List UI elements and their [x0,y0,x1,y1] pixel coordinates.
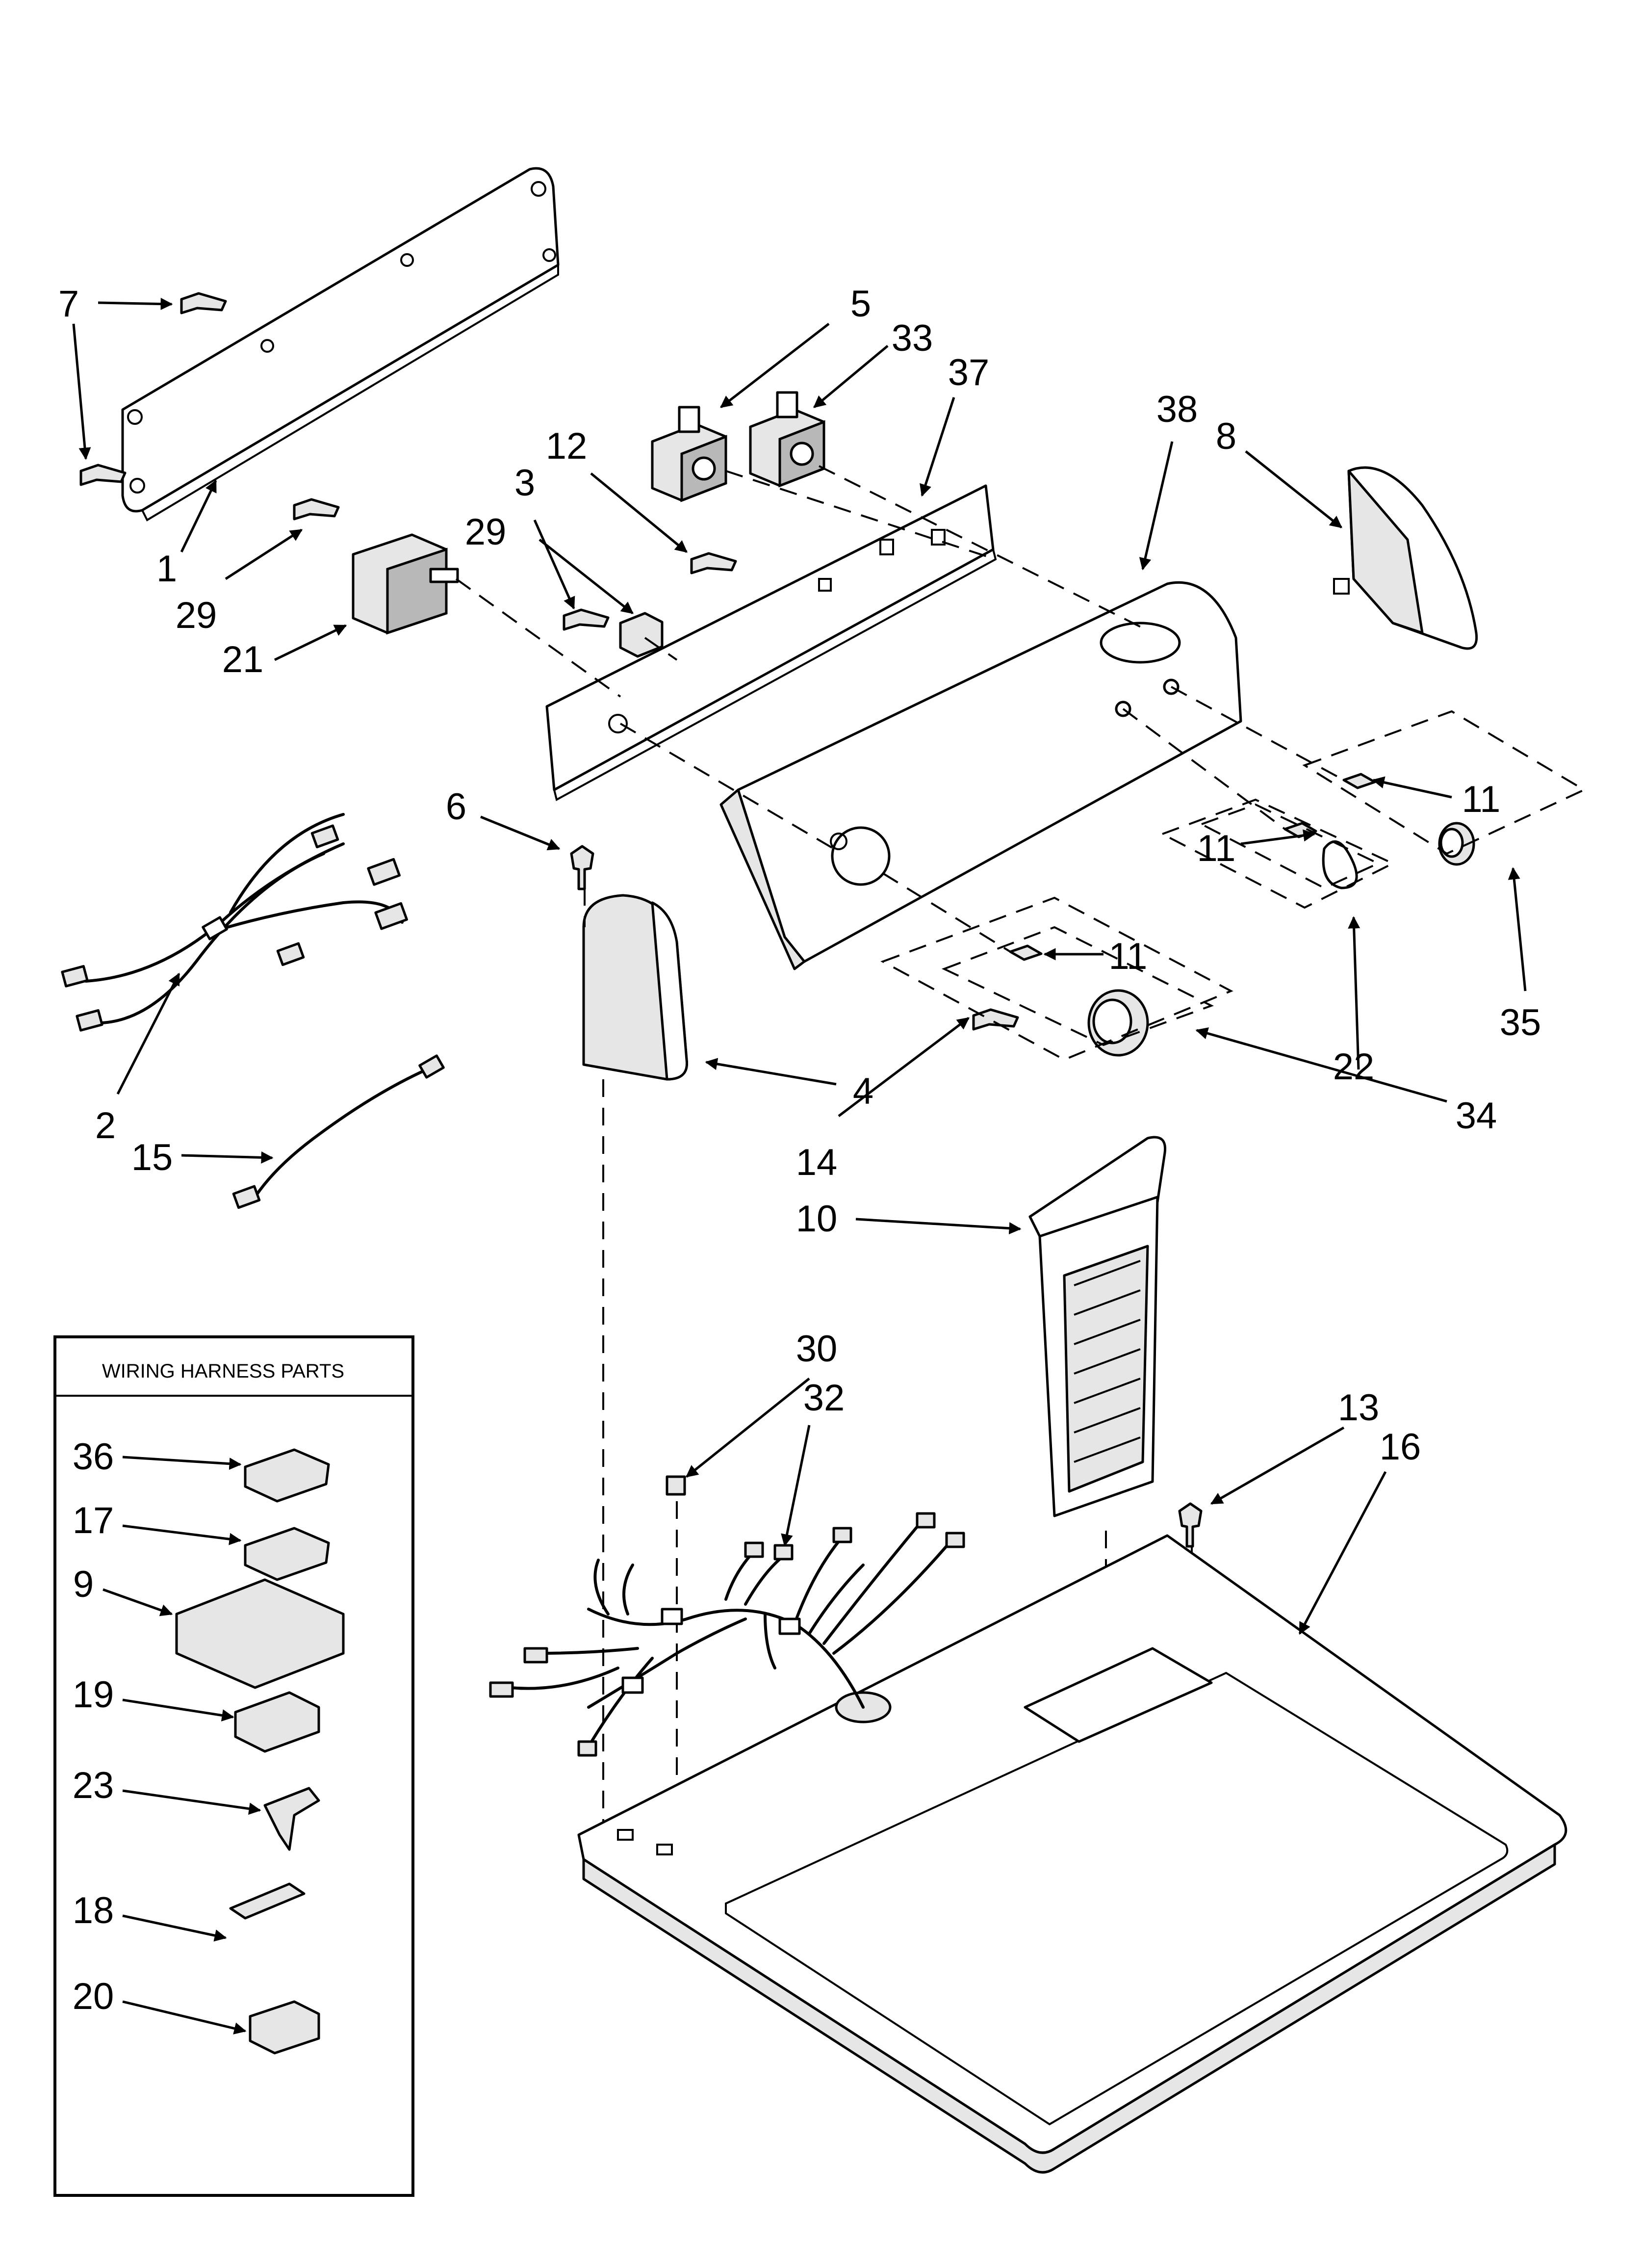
callout-10: 10 [796,1198,838,1240]
callout-11: 11 [1462,779,1501,820]
connector-19-part [234,1691,320,1753]
knob-group-outline [880,710,1587,1061]
harness-part [61,813,408,1032]
main-harness-part [489,1475,965,1757]
selector-switch-part [651,391,825,502]
callout-3: 3 [514,462,535,504]
lint-screen-part [1028,1136,1167,1517]
callout-33: 33 [892,317,933,359]
callout-29: 29 [465,511,507,553]
callout-2: 2 [95,1105,116,1147]
screw-icon [1178,1502,1203,1548]
callout-36: 36 [73,1436,114,1478]
callout-21: 21 [222,639,264,680]
end-cap-part [1333,466,1478,650]
callout-5: 5 [850,283,871,325]
callout-35: 35 [1500,1002,1541,1043]
callout-7: 7 [58,283,79,325]
callout-12: 12 [546,425,588,467]
callout-4: 4 [853,1070,873,1112]
callout-11: 11 [1197,828,1236,869]
callout-23: 23 [73,1765,114,1806]
callout-34: 34 [1456,1095,1497,1137]
callout-38: 38 [1156,389,1198,430]
callout-29: 29 [176,595,217,636]
callout-20: 20 [73,1976,114,2017]
end-cap-left-part [570,845,688,1081]
console-part [719,581,1242,970]
callout-14: 14 [796,1142,838,1183]
connector-20-part [249,2000,320,2055]
switch-part [563,552,737,658]
callout-13: 13 [1338,1387,1380,1429]
callout-8: 8 [1216,416,1236,457]
leader-lines [72,298,1527,2034]
inset-title: WIRING HARNESS PARTS [102,1360,344,1382]
callout-30: 30 [796,1328,838,1370]
callout-32: 32 [803,1377,845,1419]
connector-9-part [175,1578,345,1689]
callout-17: 17 [73,1500,114,1541]
callout-37: 37 [948,352,990,393]
callout-16: 16 [1380,1426,1421,1468]
console-bracket-part [545,484,997,801]
clip-23-part [263,1787,320,1851]
callout-1: 1 [156,548,177,590]
callout-11: 11 [1109,936,1148,977]
screw-icon [79,292,227,486]
jumper-wire-part [232,1054,445,1209]
callout-22: 22 [1333,1046,1375,1088]
top-panel-part [577,1534,1567,2174]
terminal-18-part [229,1882,306,1920]
connector-36-part [244,1448,330,1503]
rear-panel-part [121,167,560,521]
knob-part [972,773,1475,1057]
callout-18: 18 [73,1890,114,1931]
callout-19: 19 [73,1674,114,1716]
timer-part [293,498,459,635]
connector-17-part [244,1527,330,1581]
callout-15: 15 [131,1137,173,1178]
callout-6: 6 [446,786,466,828]
callout-labels: 7 1 29 21 29 3 12 5 33 37 38 8 6 11 11 1… [58,283,1541,2017]
callout-9: 9 [73,1564,94,1605]
wiring-harness-inset: WIRING HARNESS PARTS [53,1335,414,2197]
